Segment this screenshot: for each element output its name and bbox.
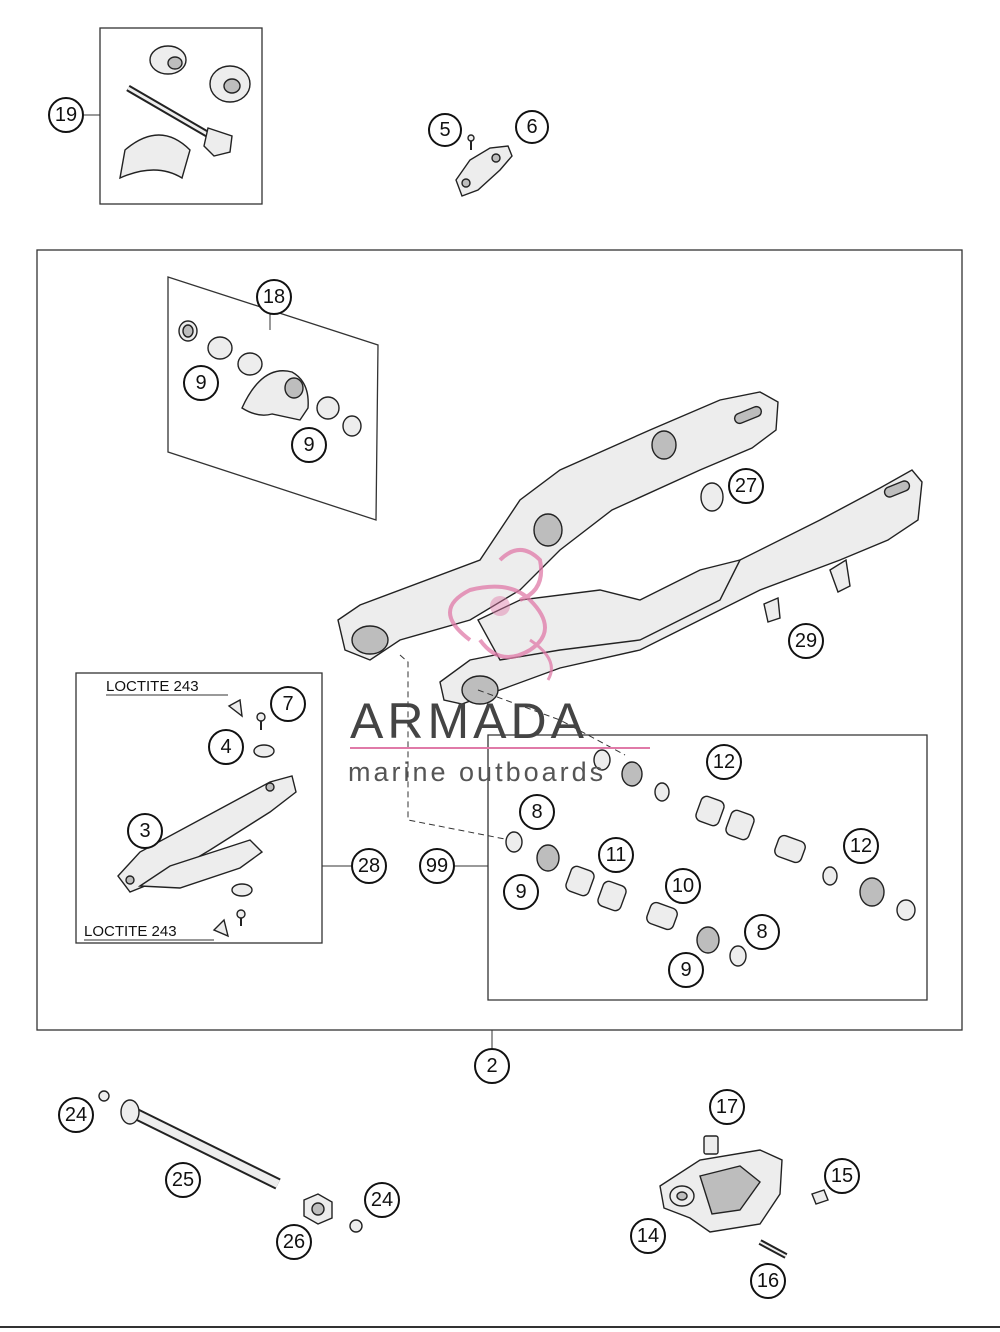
chain-slider-part-3 [117,775,297,893]
callout-9: 9 [291,427,327,463]
tool-sleeve-part [119,134,191,180]
svg-text:28: 28 [358,855,380,877]
bushing-part-27 [700,482,724,512]
loctite-label-bottom: LOCTITE 243 [84,923,177,940]
chain-slider-screws-parts [227,698,275,758]
chain-slider-bottom-hardware [212,883,253,938]
callout-16: 16 [750,1263,786,1299]
swingarm-body-part [337,391,923,705]
watermark-title: ARMADA [350,693,588,749]
svg-text:6: 6 [526,116,537,138]
callout-9: 9 [183,365,219,401]
callout-4: 4 [208,729,244,765]
svg-text:9: 9 [303,434,314,456]
bearing-kit-parts [505,749,916,967]
callout-2: 2 [474,1048,510,1084]
svg-text:9: 9 [195,372,206,394]
callout-27: 27 [728,468,764,504]
callout-18: 18 [256,279,292,315]
callout-26: 26 [276,1224,312,1260]
watermark-logo-icon [448,548,553,681]
pivot-bushing-set-frame [167,276,379,521]
swingarm-assembly-frame [36,249,963,1031]
svg-text:9: 9 [515,881,526,903]
tool-kit-frame [99,27,263,205]
callout-8: 8 [519,794,555,830]
svg-text:2: 2 [486,1055,497,1077]
callout-6: 6 [515,110,549,144]
callout-12: 12 [706,744,742,780]
tool-threaded-rod-part [126,84,233,157]
svg-text:9: 9 [680,959,691,981]
svg-text:14: 14 [637,1225,659,1247]
pivot-bushings-parts [178,320,362,437]
svg-text:18: 18 [263,286,285,308]
svg-text:24: 24 [65,1104,87,1126]
svg-text:24: 24 [371,1189,393,1211]
callout-24: 24 [58,1097,94,1133]
loctite-label-top: LOCTITE 243 [106,678,199,695]
screw-part-5 [467,134,475,150]
loctite-note-top: LOCTITE 243 [106,678,228,696]
callout-11: 11 [598,837,634,873]
callout-14: 14 [630,1218,666,1254]
svg-text:99: 99 [426,855,448,877]
svg-text:5: 5 [439,119,450,141]
callout-12: 12 [843,828,879,864]
svg-text:29: 29 [795,630,817,652]
axle-parts [98,1090,363,1233]
callout-24: 24 [364,1182,400,1218]
svg-text:10: 10 [672,875,694,897]
callout-9: 9 [668,952,704,988]
callout-3: 3 [127,813,163,849]
chain-guide-parts [659,1135,829,1259]
svg-text:12: 12 [850,835,872,857]
chain-slider-frame [75,672,323,944]
callout-25: 25 [165,1162,201,1198]
callout-15: 15 [824,1158,860,1194]
svg-text:27: 27 [735,475,757,497]
tool-bushing-part [149,45,187,75]
page-bottom-rule [0,1326,1000,1328]
callout-29: 29 [788,623,824,659]
armada-watermark: ARMADA marine outboards [348,548,650,787]
svg-text:8: 8 [756,921,767,943]
svg-text:15: 15 [831,1165,853,1187]
bracket-part-6 [455,145,513,197]
callout-9: 9 [503,874,539,910]
callout-19: 19 [48,97,84,133]
svg-text:7: 7 [282,693,293,715]
svg-text:4: 4 [220,736,231,758]
svg-text:19: 19 [55,104,77,126]
svg-text:11: 11 [606,844,627,866]
svg-text:17: 17 [716,1096,738,1118]
svg-text:3: 3 [139,820,150,842]
callout-99: 99 [419,848,455,884]
callout-17: 17 [709,1089,745,1125]
callout-5: 5 [428,113,462,147]
callout-8: 8 [744,914,780,950]
tool-bearing-part [209,65,251,103]
svg-text:16: 16 [757,1270,779,1292]
bearing-kit-frame [487,734,928,1001]
svg-text:8: 8 [531,801,542,823]
loctite-note-bottom: LOCTITE 243 [84,923,214,941]
watermark-subtitle: marine outboards [348,757,606,787]
svg-text:26: 26 [283,1231,305,1253]
svg-text:25: 25 [172,1169,194,1191]
callout-10: 10 [665,868,701,904]
callout-28: 28 [351,848,387,884]
callout-7: 7 [270,686,306,722]
svg-text:12: 12 [713,751,735,773]
